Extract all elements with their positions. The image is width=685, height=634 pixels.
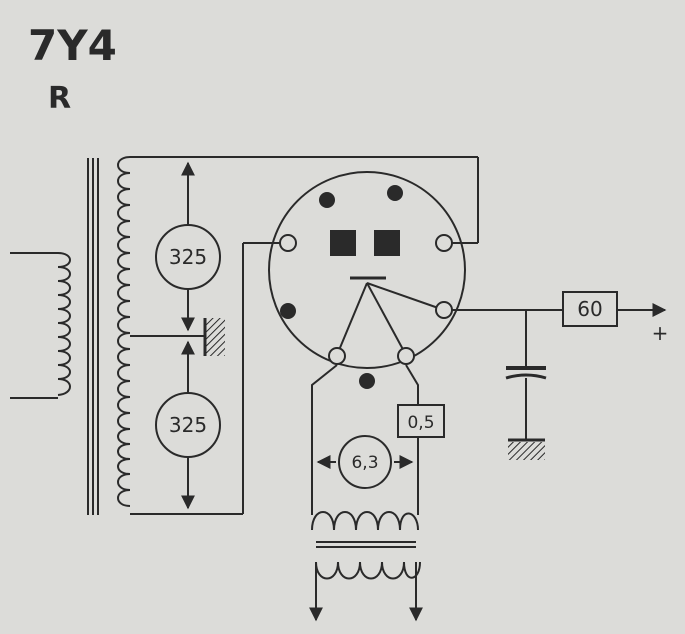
- secondary-coil: [117, 156, 131, 507]
- filament-current-label: 0,5: [407, 413, 434, 433]
- tube-pins: [279, 234, 453, 365]
- voltage-lower-label: 325: [169, 413, 207, 437]
- filament-transformer: [309, 511, 423, 622]
- tube-type-label: 7Y4: [28, 21, 117, 70]
- filament-voltage-circle: [338, 435, 392, 489]
- output-current-box: [562, 291, 618, 327]
- ground-symbol-output: [508, 442, 545, 460]
- tube-variant-label: R: [48, 81, 71, 116]
- filament-voltage-label: 6,3: [351, 453, 378, 473]
- tube-elements: [280, 185, 403, 389]
- voltage-lower-circle: [155, 392, 221, 458]
- filament-current-box: [397, 404, 445, 438]
- transformer-core: [87, 158, 99, 515]
- ground-symbol-tap: [205, 318, 225, 356]
- output-current-label: 60: [577, 297, 602, 321]
- tube-envelope: [268, 171, 466, 369]
- primary-coil: [10, 252, 71, 399]
- voltage-upper-label: 325: [169, 245, 207, 269]
- voltage-upper-circle: [155, 224, 221, 290]
- output-positive-sign: +: [652, 321, 669, 345]
